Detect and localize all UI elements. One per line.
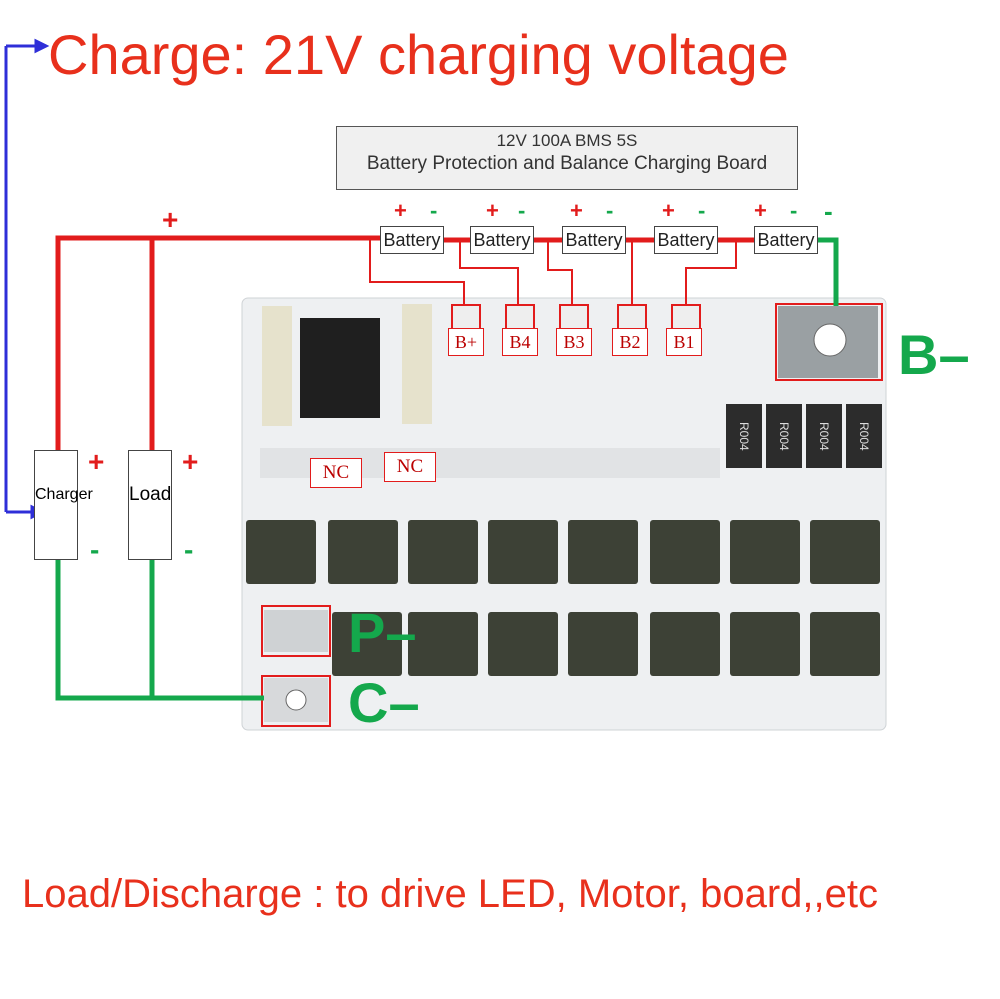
mosfet [568,520,638,584]
pad-label-b3: B3 [556,328,592,356]
resistor-3: R004 [806,404,842,468]
mosfet [650,520,720,584]
charger-minus: - [90,534,100,565]
mosfet [246,520,316,584]
pad-b3 [559,304,589,330]
charger-plus: + [88,446,105,477]
pad-b2 [617,304,647,330]
board-title-box: 12V 100A BMS 5S Battery Protection and B… [336,126,798,190]
battery-5-minus: - [790,198,798,223]
charge-arrow [4,38,50,520]
terminal-label-p: P– [348,601,417,664]
battery-3: Battery [562,226,626,254]
battery-3-minus: - [606,198,614,223]
pad-label-b4: B4 [502,328,538,356]
battery-1-plus: + [394,198,407,223]
main-plus-label: + [162,204,179,235]
balance-wires [261,240,883,727]
mosfet [332,612,402,676]
pad-b1 [671,304,701,330]
battery-extra-minus: - [824,196,833,226]
mosfet [730,520,800,584]
pad-b4 [505,304,535,330]
mosfet [650,612,720,676]
headline: Charge: 21V charging voltage [48,23,789,86]
battery-4-plus: + [662,198,675,223]
pad-b-plus [451,304,481,330]
battery-3-plus: + [570,198,583,223]
battery-1: Battery [380,226,444,254]
bms-chip [300,318,380,418]
resistor-1: R004 [726,404,762,468]
pcb-board [241,297,887,731]
board-title-line1: 12V 100A BMS 5S [496,131,638,150]
battery-4: Battery [654,226,718,254]
mosfet [328,520,398,584]
mosfet [408,520,478,584]
pad-label-b1: B1 [666,328,702,356]
mosfet [488,520,558,584]
battery-1-minus: - [430,198,438,223]
nc-label-2: NC [384,452,436,482]
battery-2: Battery [470,226,534,254]
mosfet [408,612,478,676]
mosfet [568,612,638,676]
battery-5-plus: + [754,198,767,223]
pad-label-b-plus: B+ [448,328,484,356]
mosfet [810,612,880,676]
load-plus: + [182,446,199,477]
mosfet [730,612,800,676]
negative-wires [55,237,839,701]
battery-5: Battery [754,226,818,254]
board-title-line2: Battery Protection and Balance Charging … [366,153,768,174]
nc-label-1: NC [310,458,362,488]
battery-2-plus: + [486,198,499,223]
load-box: Load [128,450,172,560]
terminal-label-b: B– [898,323,970,386]
battery-4-minus: - [698,198,706,223]
mosfet [488,612,558,676]
resistor-4: R004 [846,404,882,468]
mosfet [810,520,880,584]
battery-2-minus: - [518,198,526,223]
pad-label-b2: B2 [612,328,648,356]
footer-caption: Load/Discharge : to drive LED, Motor, bo… [22,872,878,916]
resistor-2: R004 [766,404,802,468]
terminal-label-c: C– [348,671,420,734]
load-minus: - [184,534,194,565]
charger-box: Charger [34,450,93,560]
